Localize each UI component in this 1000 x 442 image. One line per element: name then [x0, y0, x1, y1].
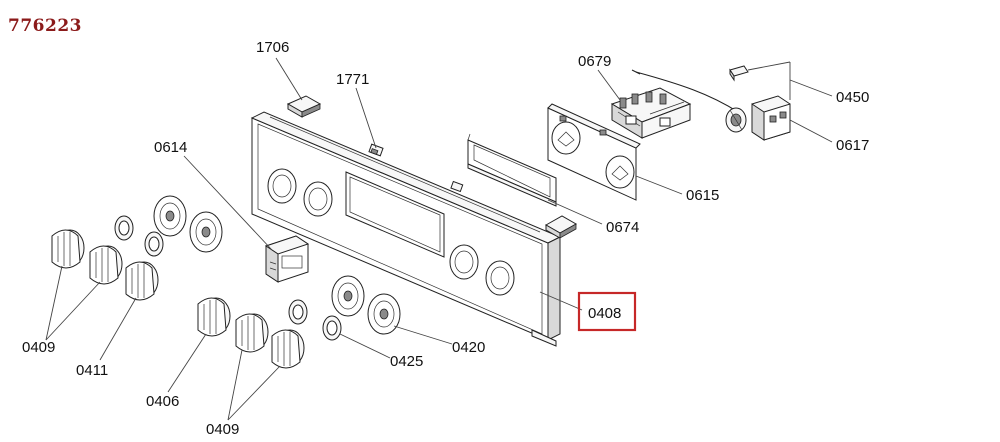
panel-clip-right — [450, 180, 464, 193]
knob-bezel-large-1 — [153, 195, 187, 237]
part-0409-knob-left-2[interactable] — [89, 245, 123, 285]
label-0614: 0614 — [154, 139, 187, 156]
label-0615: 0615 — [686, 187, 719, 204]
label-0408: 0408 — [588, 305, 621, 322]
label-0450: 0450 — [836, 89, 869, 106]
knob-bezel-ring-1 — [114, 215, 134, 241]
part-0674-gasket[interactable] — [467, 133, 557, 207]
part-0420-bezel-1[interactable] — [331, 275, 365, 317]
part-0409-knob-bottom-2[interactable] — [271, 329, 305, 369]
part-0420-bezel-2[interactable] — [367, 293, 401, 335]
part-1706-clip[interactable] — [286, 95, 322, 118]
label-0409-bottom: 0409 — [206, 421, 239, 438]
label-0674: 0674 — [606, 219, 639, 236]
label-0425: 0425 — [390, 353, 423, 370]
part-0411-knob[interactable] — [125, 261, 159, 301]
part-0450-plug[interactable] — [729, 65, 749, 82]
highlight-box-0408[interactable] — [577, 291, 637, 332]
label-0420: 0420 — [452, 339, 485, 356]
knob-bezel-ring-3 — [288, 299, 308, 325]
part-0614-timer[interactable] — [264, 235, 310, 283]
label-1771: 1771 — [336, 71, 369, 88]
knob-bezel-large-2 — [189, 211, 223, 253]
part-0617-thermostat[interactable] — [631, 69, 791, 141]
label-0617: 0617 — [836, 137, 869, 154]
label-0409-left: 0409 — [22, 339, 55, 356]
part-0425-ring[interactable] — [322, 315, 342, 341]
part-0409-knob-bottom-1[interactable] — [235, 313, 269, 353]
label-0411: 0411 — [76, 362, 108, 379]
part-0679-switch[interactable] — [610, 87, 692, 139]
part-1771-clip[interactable] — [368, 143, 384, 157]
label-0679: 0679 — [578, 53, 611, 70]
knob-bezel-ring-2 — [144, 231, 164, 257]
part-0615-board[interactable] — [547, 103, 641, 201]
part-0409-knob-left-1[interactable] — [51, 229, 85, 269]
part-0406-knob[interactable] — [197, 297, 231, 337]
part-0674-clip[interactable] — [544, 215, 578, 239]
diagram-title: 776223 — [8, 16, 82, 36]
label-0406: 0406 — [146, 393, 179, 410]
label-1706: 1706 — [256, 39, 289, 56]
leader-lines — [45, 57, 833, 421]
